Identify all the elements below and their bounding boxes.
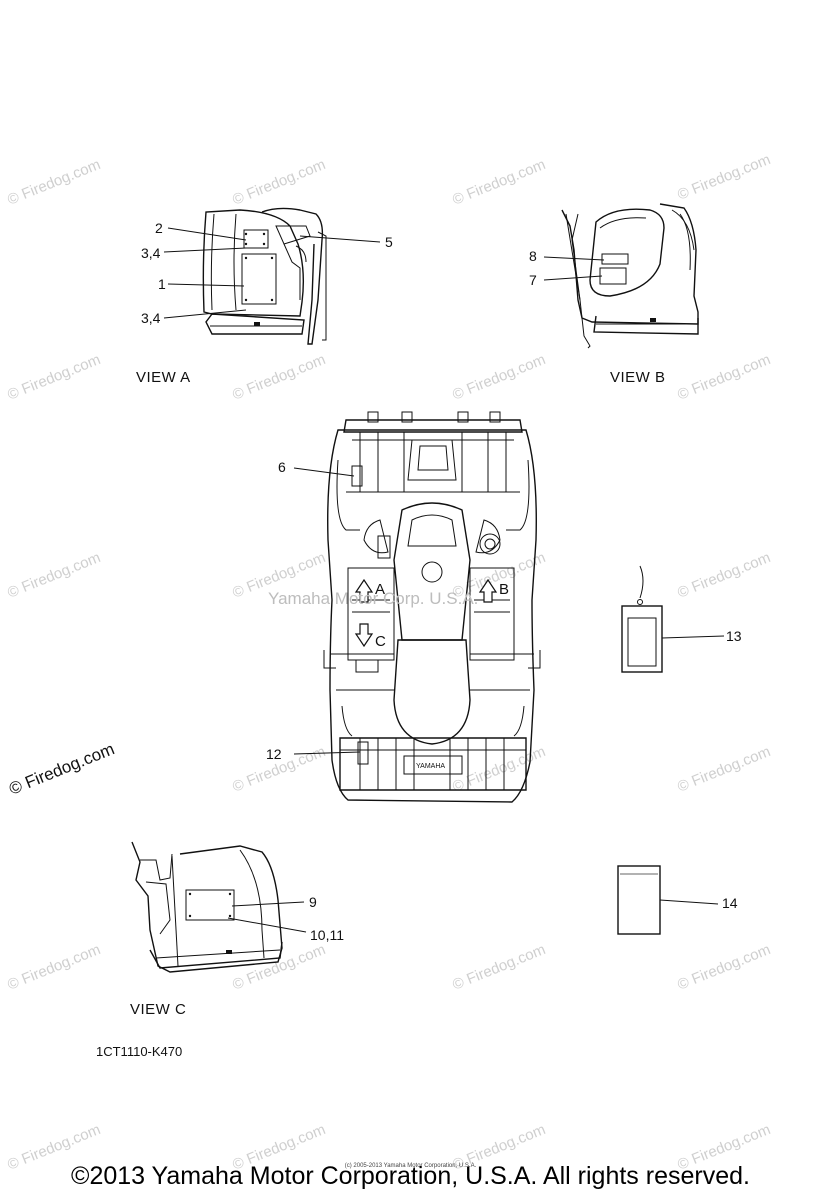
callout-2: 2 [155, 220, 163, 236]
callout-5: 5 [385, 234, 393, 250]
view-a-drawing [163, 207, 381, 345]
watermark: © Firedog.com [675, 941, 773, 994]
watermark: © Firedog.com [450, 351, 548, 404]
arrow-c-label: C [375, 633, 386, 650]
callout-10-11: 10,11 [310, 927, 344, 943]
arrow-a-label: A [375, 581, 385, 598]
watermark: © Firedog.com [5, 941, 103, 994]
part-number: 1CT1110-K470 [96, 1044, 182, 1059]
watermark: © Firedog.com [5, 351, 103, 404]
item-13-tag [621, 565, 725, 673]
item-14-sheet [617, 865, 719, 935]
watermarks: © Firedog.com © Firedog.com © Firedog.co… [5, 151, 773, 1174]
watermark: © Firedog.com [5, 156, 103, 209]
view-b-drawing [543, 203, 699, 349]
atv-top-view: YAMAHA [293, 411, 541, 803]
watermark: © Firedog.com [675, 151, 773, 204]
watermark-dark: © Firedog.com [6, 739, 117, 798]
copyright-notice: ©2013 Yamaha Motor Corporation, U.S.A. A… [71, 1162, 750, 1190]
callout-14: 14 [722, 895, 738, 911]
callout-1: 1 [158, 276, 166, 292]
watermark: © Firedog.com [5, 549, 103, 602]
view-c-drawing [131, 841, 307, 973]
callout-7: 7 [529, 272, 537, 288]
watermark: © Firedog.com [675, 351, 773, 404]
tiny-copyright: (c) 2005-2013 Yamaha Motor Corporation, … [344, 1163, 477, 1169]
watermark: © Firedog.com [230, 351, 328, 404]
watermark: © Firedog.com [450, 743, 548, 796]
callout-12: 12 [266, 746, 282, 762]
watermark: © Firedog.com [450, 941, 548, 994]
watermark: © Firedog.com [450, 156, 548, 209]
view-b-label: VIEW B [610, 369, 666, 386]
callout-3-4: 3,4 [141, 245, 161, 261]
watermark: © Firedog.com [230, 156, 328, 209]
callout-8: 8 [529, 248, 537, 264]
center-watermark: Yamaha Motor Corp. U.S.A. [268, 589, 478, 608]
callout-13: 13 [726, 628, 742, 644]
callout-3-4: 3,4 [141, 310, 161, 326]
watermark: © Firedog.com [675, 743, 773, 796]
callout-9: 9 [309, 894, 317, 910]
callout-6: 6 [278, 459, 286, 475]
view-a-label: VIEW A [136, 369, 191, 386]
watermark: © Firedog.com [675, 549, 773, 602]
view-c-label: VIEW C [130, 1001, 186, 1018]
watermark: © Firedog.com [230, 941, 328, 994]
arrow-b-label: B [499, 581, 509, 598]
svg-text:YAMAHA: YAMAHA [416, 763, 445, 770]
